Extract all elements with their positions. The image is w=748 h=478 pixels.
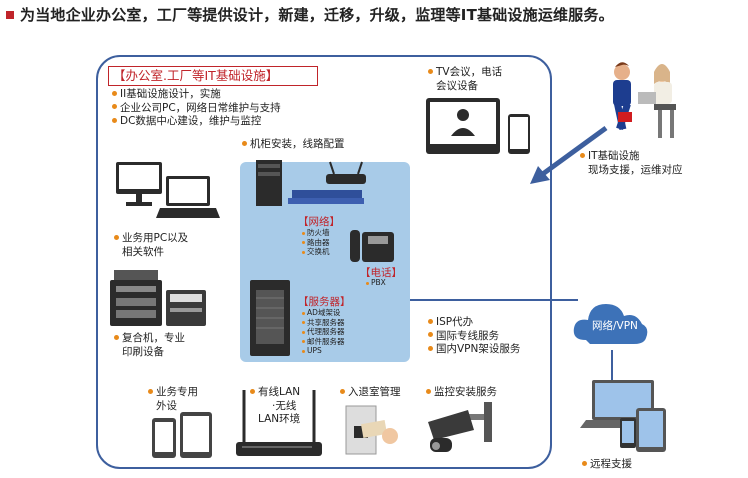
network-item: 防火墙 <box>302 228 330 238</box>
bullet-icon <box>114 234 119 240</box>
onsite-label: IT基础设施 现场支援，运维对应 <box>580 150 683 177</box>
main-item: II基础设施设计，实施 <box>112 88 281 102</box>
wireless-router-icon <box>236 390 322 456</box>
bullet-icon <box>582 460 587 466</box>
pc-label: 业务用PC以及 相关软件 <box>114 232 188 259</box>
isp-item: 国内VPN架设服务 <box>428 343 520 357</box>
bullet-icon <box>148 388 153 394</box>
bullet-icon <box>302 340 305 343</box>
bullet-icon <box>428 345 433 351</box>
network-item-list: 防火墙 路由器 交换机 <box>302 228 330 257</box>
server-item: 共享服务器 <box>302 318 345 328</box>
bullet-icon <box>366 281 369 285</box>
security-camera-icon <box>428 402 492 452</box>
arrow-icon <box>530 125 608 184</box>
server-item: UPS <box>302 346 345 356</box>
network-title: 【网络】 <box>298 216 340 228</box>
bullet-icon <box>250 388 255 394</box>
bullet-icon <box>302 311 305 315</box>
bullet-icon <box>302 321 305 324</box>
infrastructure-frame <box>96 55 552 469</box>
bullet-icon <box>114 334 119 340</box>
network-devices-icon <box>256 160 366 206</box>
cloud-link-line <box>611 350 613 380</box>
page-title: 为当地企业办公室，工厂等提供设计，新建，迁移，升级，监理等IT基础设施运维服务。 <box>20 6 614 24</box>
access-card-icon <box>345 405 398 455</box>
multifunction-printer-icon <box>110 270 206 326</box>
peripheral-label: 业务专用 外设 <box>148 386 198 413</box>
bullet-icon <box>428 332 433 337</box>
bullet-icon <box>428 68 433 74</box>
bullet-icon <box>112 104 117 109</box>
bullet-icon <box>302 250 305 254</box>
network-item: 交换机 <box>302 247 330 257</box>
network-item: 路由器 <box>302 238 330 248</box>
monitor-label: 监控安装服务 <box>426 386 497 400</box>
bullet-icon <box>340 388 345 394</box>
isp-item: ISP代办 <box>428 316 520 330</box>
main-item: 企业公司PC，网络日常维护与支持 <box>112 102 281 116</box>
onsite-engineers-icon <box>613 62 676 138</box>
printer-label: 复合机，专业 印刷设备 <box>114 332 185 359</box>
bullet-icon <box>112 90 117 96</box>
bullet-icon <box>426 388 431 394</box>
server-item: AD域架设 <box>302 308 345 318</box>
bullet-icon <box>112 117 117 123</box>
cabinet-label: 机柜安装，线路配置 <box>242 138 345 152</box>
server-item: 代理服务器 <box>302 327 345 337</box>
bullet-icon <box>580 152 585 158</box>
phone-title: 【电话】 <box>360 267 402 279</box>
access-label: 入退室管理 <box>340 386 401 400</box>
main-item-list: II基础设施设计，实施 企业公司PC，网络日常维护与支持 DC数据中心建设，维护… <box>112 88 281 129</box>
bullet-icon <box>302 349 305 353</box>
server-item: 邮件服务器 <box>302 337 345 347</box>
remote-devices-icon <box>580 380 666 452</box>
tablet-phone-icon <box>152 412 212 458</box>
server-rack-icon <box>250 280 290 356</box>
header-square-icon <box>6 10 14 19</box>
lan-label: 有线LAN ·无线 LAN环境 <box>250 386 300 427</box>
main-item: DC数据中心建设，维护与监控 <box>112 115 281 129</box>
tv-label: TV会议，电话 会议设备 <box>428 66 502 93</box>
cloud-icon <box>573 304 648 344</box>
video-conference-icon <box>426 98 530 154</box>
phone-item-list: PBX <box>366 278 386 288</box>
remote-label: 远程支援 <box>582 458 632 472</box>
phone-item: PBX <box>366 278 386 288</box>
bullet-icon <box>302 241 305 244</box>
server-title: 【服务器】 <box>298 296 351 308</box>
bullet-icon <box>302 231 305 235</box>
main-title-box: 【办公室.工厂等IT基础设施】 <box>108 66 318 86</box>
server-item-list: AD域架设 共享服务器 代理服务器 邮件服务器 UPS <box>302 308 345 356</box>
isp-item: 国际专线服务 <box>428 330 520 344</box>
bullet-icon <box>242 140 247 146</box>
pbx-phone-icon <box>350 230 394 262</box>
page-header: 为当地企业办公室，工厂等提供设计，新建，迁移，升级，监理等IT基础设施运维服务。 <box>6 4 614 25</box>
connection-line <box>410 299 578 301</box>
bullet-icon <box>302 330 305 334</box>
desktop-laptop-icon <box>116 162 220 218</box>
bullet-icon <box>428 318 433 324</box>
isp-list: ISP代办 国际专线服务 国内VPN架设服务 <box>428 316 520 357</box>
cloud-label: 网络/VPN <box>592 320 638 332</box>
